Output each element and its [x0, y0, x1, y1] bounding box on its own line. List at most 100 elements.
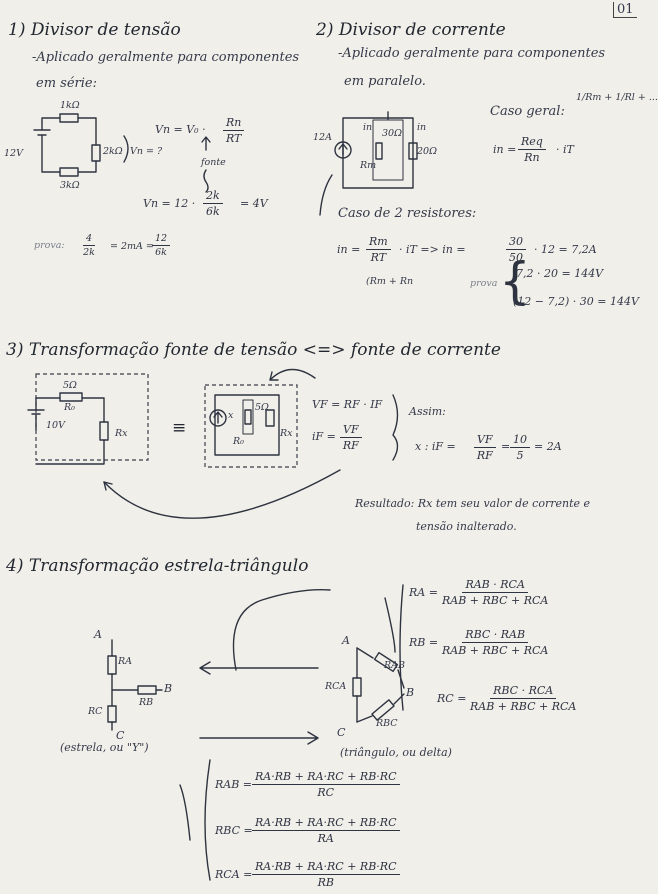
s4-d-b: B	[406, 686, 415, 699]
s4-y-ra: RA	[118, 656, 133, 667]
s4-rca-num: RA·RB + RA·RC + RB·RC	[252, 860, 400, 875]
s2-in: in	[417, 122, 427, 133]
s1-prova-label: prova:	[34, 240, 65, 251]
s3-resultado-2: tensão inalterado.	[416, 520, 517, 533]
s3-rx2: Rx	[280, 428, 293, 439]
s3-x-mid: =	[501, 440, 511, 453]
s4-rc-den: RAB + RBC + RCA	[470, 700, 577, 713]
s2-prova-2: (12 − 7,2) · 30 = 144V	[513, 295, 639, 308]
s1-prova-fraction-1: 4 2k	[83, 233, 96, 258]
s2-c2-result: · 12 = 7,2A	[534, 243, 597, 256]
s3-if-den: RF	[342, 439, 359, 452]
s2-caso2: Caso de 2 resistores:	[338, 206, 477, 221]
s1-circuit	[33, 113, 129, 177]
s3-x-fraction-2: 10 5	[510, 433, 530, 462]
s4-rca-den: RB	[317, 876, 334, 889]
s4-rab-fraction: RA·RB + RA·RC + RB·RC RC	[252, 770, 400, 799]
s1-calc-den: 6k	[206, 205, 220, 218]
s1-fonte-label: fonte	[201, 157, 226, 168]
s4-rbc-den: RA	[317, 832, 334, 845]
s1-title: 1) Divisor de tensão	[8, 20, 181, 40]
s1-prova-num2: 12	[152, 233, 171, 246]
s3-r2-val: 5Ω	[255, 402, 269, 413]
s2-ig-lhs: in =	[493, 143, 517, 156]
s2-ig-rhs: · iT	[556, 143, 574, 156]
s3-x-fraction: VF RF	[474, 433, 496, 462]
s1-prova-fraction-2: 12 6k	[152, 233, 171, 258]
s4-d-rbc: RBC	[376, 718, 398, 729]
s2-c2-num: Rm	[366, 235, 391, 250]
s2-c2-fraction-2: 30 50	[506, 235, 526, 264]
s2-circuit	[319, 111, 418, 216]
s4-rc-fraction: RBC · RCA RAB + RBC + RCA	[470, 684, 576, 713]
s2-desc-1: -Aplicado geralmente para componentes	[338, 46, 606, 61]
s4-y-b: B	[164, 682, 173, 695]
s2-c2-fraction: Rm RT	[366, 235, 391, 264]
s3-if-lhs: iF =	[312, 430, 336, 443]
s3-r-name: R₀	[64, 402, 75, 413]
s2-c2-den: RT	[370, 251, 387, 264]
s1-source: 12V	[4, 148, 23, 159]
s4-rab-num: RA·RB + RA·RC + RB·RC	[252, 770, 400, 785]
s1-eq-lhs: Vn = V₀ ·	[155, 123, 206, 136]
s1-prova-mid: = 2mA =	[110, 241, 154, 252]
page-number: 01	[613, 2, 637, 18]
s4-rca-lhs: RCA =	[215, 868, 253, 881]
s4-ra-num: RAB · RCA	[462, 578, 528, 593]
s2-ig-den: Rn	[524, 151, 540, 164]
s3-vf: VF = RF · IF	[312, 398, 383, 411]
s2-c2-lhs: in =	[337, 243, 361, 256]
s1-r-side: 2kΩ	[103, 146, 123, 157]
s4-rb-lhs: RB =	[409, 636, 439, 649]
s4-rb-fraction: RBC · RAB RAB + RBC + RCA	[442, 628, 548, 657]
s3-title: 3) Transformação fonte de tensão <=> fon…	[6, 340, 501, 360]
s4-y-c: C	[116, 729, 125, 742]
s2-caso-geral: Caso geral:	[490, 104, 565, 119]
s4-rab-den: RC	[317, 786, 335, 799]
s4-d-rab: RAB	[384, 660, 405, 671]
s1-desc-2: em série:	[36, 76, 97, 91]
s1-eq-fraction: Rn RT	[223, 116, 245, 145]
s4-y-rb: RB	[139, 697, 154, 708]
s4-rb-den: RAB + RBC + RCA	[442, 644, 549, 657]
s4-rbc-num: RA·RB + RA·RC + RB·RC	[252, 816, 400, 831]
notebook-page: 01 1) Divisor de tensão -Aplicado geralm…	[4, 2, 658, 889]
s1-calc-fraction: 2k 6k	[203, 189, 223, 218]
s4-d-rca: RCA	[325, 681, 347, 692]
s3-source: 10V	[46, 420, 65, 431]
s2-c2-num2: 30	[506, 235, 526, 250]
s4-d-caption: (triângulo, ou delta)	[340, 746, 452, 759]
s4-rbc-lhs: RBC =	[215, 824, 253, 837]
s3-if-fraction: VF RF	[340, 423, 362, 452]
s3-circuits	[27, 368, 399, 519]
s4-rab-lhs: RAB =	[215, 778, 253, 791]
s2-r-20: 20Ω	[417, 146, 437, 157]
s4-rc-lhs: RC =	[437, 692, 467, 705]
s2-source: 12A	[313, 132, 332, 143]
s1-calc-lhs: Vn = 12 ·	[143, 197, 196, 210]
s4-diagrams	[107, 584, 405, 881]
s4-y-a: A	[94, 628, 102, 641]
s1-vn-question: Vn = ?	[130, 146, 163, 157]
s4-y-caption: (estrela, ou "Y")	[60, 741, 149, 754]
s2-prova-brace: {	[499, 252, 531, 310]
s4-d-a: A	[342, 634, 350, 647]
s3-assim: Assim:	[409, 405, 446, 418]
s3-r2-name: R₀	[233, 436, 244, 447]
s4-y-rc: RC	[88, 706, 103, 717]
s1-calc-rhs: = 4V	[240, 197, 268, 210]
s2-ig-num: Req	[518, 135, 546, 150]
s1-eq-num: Rn	[223, 116, 245, 131]
s2-c2-den2: 50	[509, 251, 523, 264]
s2-desc-2: em paralelo.	[344, 74, 426, 89]
s3-if-num: VF	[340, 423, 362, 438]
s4-rca-fraction: RA·RB + RA·RC + RB·RC RB	[252, 860, 400, 889]
s4-rb-num: RBC · RAB	[462, 628, 529, 643]
s4-title: 4) Transformação estrela-triângulo	[6, 556, 309, 576]
s3-x-den2: 5	[516, 449, 524, 462]
s2-prova-label: prova	[470, 278, 498, 289]
s2-prova-1: 7,2 · 20 = 144V	[516, 267, 604, 280]
s2-in-left: in	[363, 122, 373, 133]
s1-r-top: 1kΩ	[60, 100, 80, 111]
s2-title: 2) Divisor de corrente	[316, 20, 506, 40]
